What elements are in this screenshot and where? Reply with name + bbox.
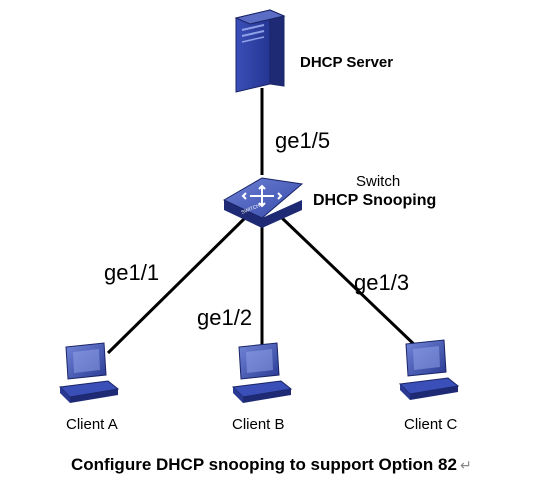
port-label-b: ge1/2 xyxy=(197,305,253,330)
switch-label: Switch xyxy=(356,173,401,190)
caption-text: Configure DHCP snooping to support Optio… xyxy=(71,455,457,474)
client-label-c: Client C xyxy=(404,416,458,433)
port-label-a: ge1/1 xyxy=(104,260,160,285)
paragraph-mark: ↵ xyxy=(459,457,472,473)
switch-icon: SWITCH xyxy=(222,177,304,228)
figure-caption: Configure DHCP snooping to support Optio… xyxy=(71,455,472,475)
port-label-uplink: ge1/5 xyxy=(275,128,331,153)
port-label-c: ge1/3 xyxy=(354,270,410,295)
computer-icon-client-c xyxy=(398,339,460,400)
link-switch-client-c xyxy=(280,216,422,352)
link-switch-client-a xyxy=(106,216,247,355)
computer-icon-client-b xyxy=(231,342,293,403)
client-label-a: Client A xyxy=(66,416,118,433)
server-label: DHCP Server xyxy=(300,54,394,71)
computer-icon-client-a xyxy=(58,342,120,403)
server-icon xyxy=(234,9,286,93)
snooping-label: DHCP Snooping xyxy=(313,192,437,209)
client-label-b: Client B xyxy=(232,416,285,433)
